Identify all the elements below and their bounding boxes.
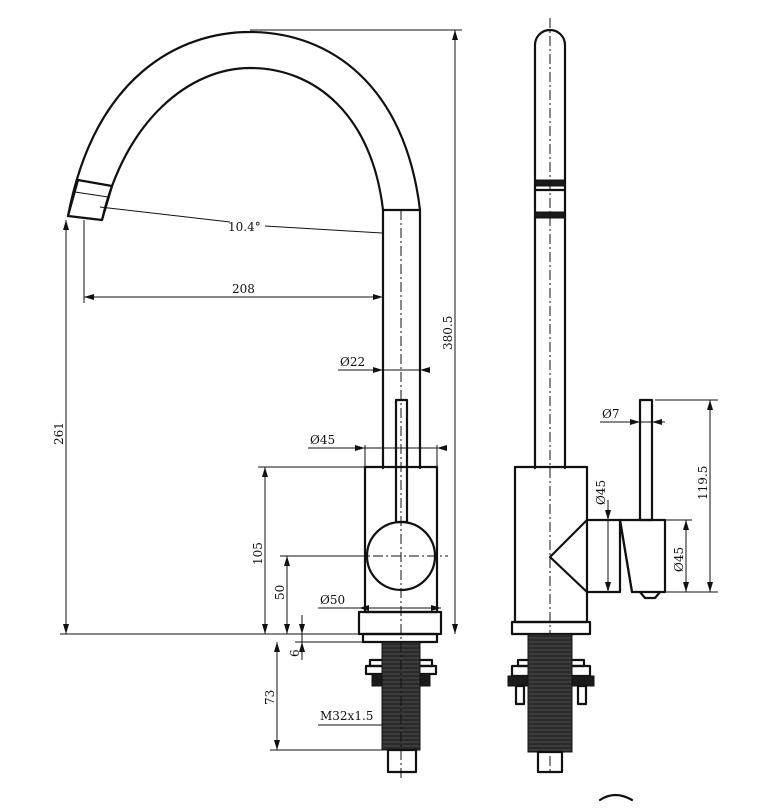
base-dia-label: Ø50 (320, 593, 345, 607)
spout-height-label: 261 (52, 422, 66, 445)
aerator (66, 178, 114, 222)
spout-inner (100, 66, 385, 222)
total-height-label: 380.5 (441, 316, 455, 350)
body-height-label: 105 (251, 542, 265, 565)
side-handle-cone (548, 518, 589, 594)
shank-length-label: 73 (263, 690, 277, 705)
angle-label: 10.4° (228, 220, 261, 234)
side-dimensions: Ø7 119.5 Ø45 Ø45 (590, 399, 718, 593)
side-body-dia-label: Ø45 (594, 480, 608, 505)
lever-dia-label: Ø7 (602, 407, 619, 421)
handle-hub-dia-label: Ø45 (672, 547, 686, 572)
spout-dia-label: Ø22 (340, 355, 365, 369)
base-ring (357, 610, 443, 636)
side-threaded-shank (527, 633, 573, 753)
side-view (507, 18, 667, 774)
front-view (66, 30, 448, 780)
lever-height-label: 119.5 (696, 466, 710, 500)
front-dimensions: 10.4° 208 Ø22 Ø45 380.5 261 (52, 29, 462, 751)
side-lever (638, 398, 654, 522)
spout-outer (66, 30, 422, 218)
handle-center-label: 50 (273, 585, 287, 600)
base-plate-label: 6 (288, 649, 302, 657)
reach-label: 208 (232, 282, 255, 296)
thread-label: M32x1.5 (320, 709, 373, 723)
partial-arc (598, 793, 634, 802)
base-plate (361, 632, 439, 644)
side-body (513, 465, 589, 624)
body-dia-label: Ø45 (310, 433, 335, 447)
hose-connector (386, 748, 418, 774)
side-spout (533, 28, 567, 470)
